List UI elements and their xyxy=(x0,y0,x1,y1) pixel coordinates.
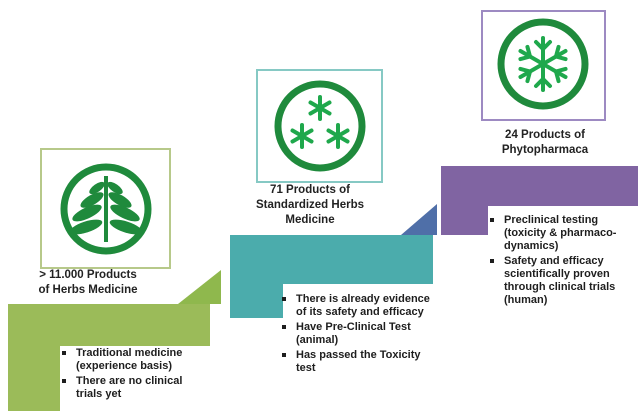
list-item: Preclinical testing (toxicity & pharmaco… xyxy=(488,214,638,253)
list-item: Has passed the Toxicity test xyxy=(280,349,430,375)
stage-2-title-line-1: 71 Products of xyxy=(270,184,350,196)
three-asterisks-icon xyxy=(274,80,366,172)
stage-3-title: 24 Products of Phytopharmaca xyxy=(470,128,620,158)
stage-1-step xyxy=(8,304,210,411)
stage-2-connector xyxy=(401,204,437,235)
asterisks-icon-box xyxy=(256,69,383,183)
stage-3-title-line-1: 24 Products of xyxy=(505,129,585,141)
list-item: Have Pre-Clinical Test (animal) xyxy=(280,321,430,347)
stage-1-title-line-1: > 11.000 Products xyxy=(39,269,137,281)
list-item: There are no clinical trials yet xyxy=(60,375,210,401)
herb-plant-icon xyxy=(60,163,152,255)
stage-2-title: 71 Products of Standardized Herbs Medici… xyxy=(230,183,390,228)
stage-2-title-line-3: Medicine xyxy=(285,214,335,226)
stage-2-bullets: There is already evidence of its safety … xyxy=(280,293,430,377)
snowflake-icon xyxy=(497,18,589,110)
herb-icon-box xyxy=(40,148,171,269)
stage-1-title-line-2: of Herbs Medicine xyxy=(38,284,138,296)
stage-1-title: > 11.000 Products of Herbs Medicine xyxy=(8,268,168,298)
snowflake-icon-box xyxy=(481,10,606,121)
stage-2-title-line-2: Standardized Herbs xyxy=(256,199,364,211)
list-item: Traditional medicine (experience basis) xyxy=(60,347,210,373)
stage-2-step xyxy=(230,235,433,318)
stage-1-bullets: Traditional medicine (experience basis) … xyxy=(60,347,210,403)
list-item: Safety and efficacy scientifically prove… xyxy=(488,255,638,307)
stage-3-title-line-2: Phytopharmaca xyxy=(501,144,589,156)
stage-3-step xyxy=(441,166,638,235)
stage-3-bullets: Preclinical testing (toxicity & pharmaco… xyxy=(488,214,638,309)
stage-1-connector xyxy=(178,270,221,304)
list-item: There is already evidence of its safety … xyxy=(280,293,430,319)
